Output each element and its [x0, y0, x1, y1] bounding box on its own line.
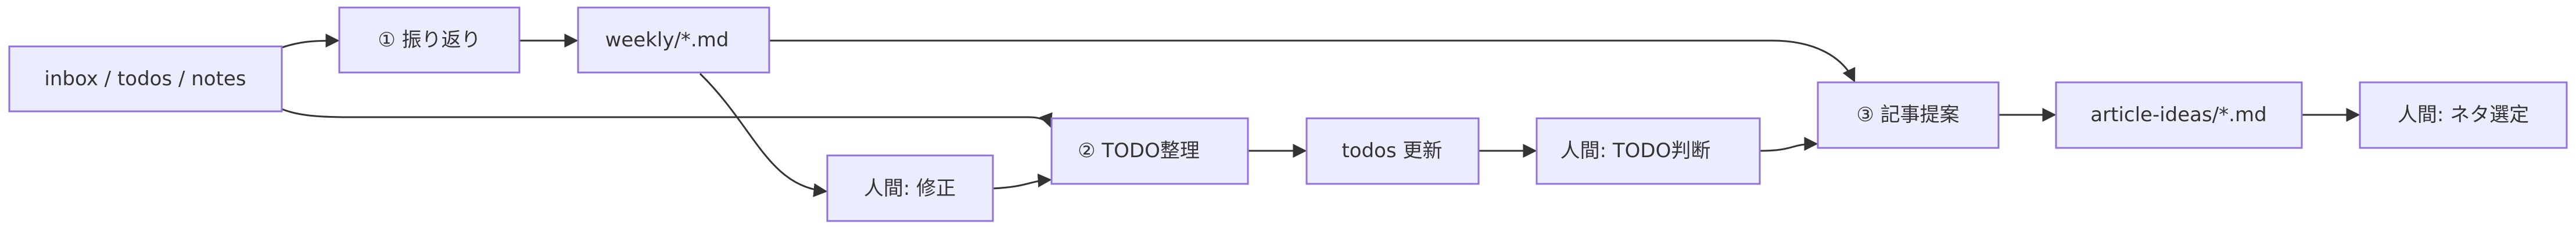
- node-todos-update: todos 更新: [1305, 117, 1480, 185]
- edge-inbox-to-todo-organize: [281, 108, 1053, 128]
- node-inbox-label: inbox / todos / notes: [44, 67, 246, 90]
- edge-human-fix-to-todo-organize: [992, 173, 1052, 190]
- node-weekly: weekly/*.md: [577, 6, 770, 74]
- edge-weekly-to-human-fix: [699, 72, 828, 197]
- node-human-fix-label: 人間: 修正: [864, 177, 956, 200]
- node-human-todo: 人間: TODO判断: [1535, 117, 1761, 185]
- edge-inbox-to-review: [281, 34, 340, 49]
- node-todos-update-label: todos 更新: [1341, 139, 1442, 162]
- node-review: ① 振り返り: [338, 6, 521, 74]
- edge-human-todo-to-article-propose: [1759, 137, 1818, 152]
- node-article-ideas: article-ideas/*.md: [2055, 81, 2303, 149]
- node-human-topic-label: 人間: ネタ選定: [2398, 103, 2529, 126]
- node-human-topic: 人間: ネタ選定: [2359, 81, 2568, 149]
- node-weekly-label: weekly/*.md: [605, 28, 729, 52]
- node-todo-organize: ② TODO整理: [1050, 117, 1249, 185]
- node-human-fix: 人間: 修正: [826, 154, 994, 222]
- node-review-label: ① 振り返り: [378, 28, 480, 52]
- node-inbox: inbox / todos / notes: [8, 45, 283, 113]
- edges: [281, 34, 2360, 197]
- node-article-ideas-label: article-ideas/*.md: [2090, 103, 2266, 126]
- node-human-todo-label: 人間: TODO判断: [1560, 139, 1711, 162]
- node-article-propose: ③ 記事提案: [1817, 81, 2000, 149]
- node-todo-organize-label: ② TODO整理: [1078, 139, 1200, 162]
- edge-weekly-to-article-propose: [769, 39, 1856, 83]
- node-article-propose-label: ③ 記事提案: [1856, 103, 1959, 126]
